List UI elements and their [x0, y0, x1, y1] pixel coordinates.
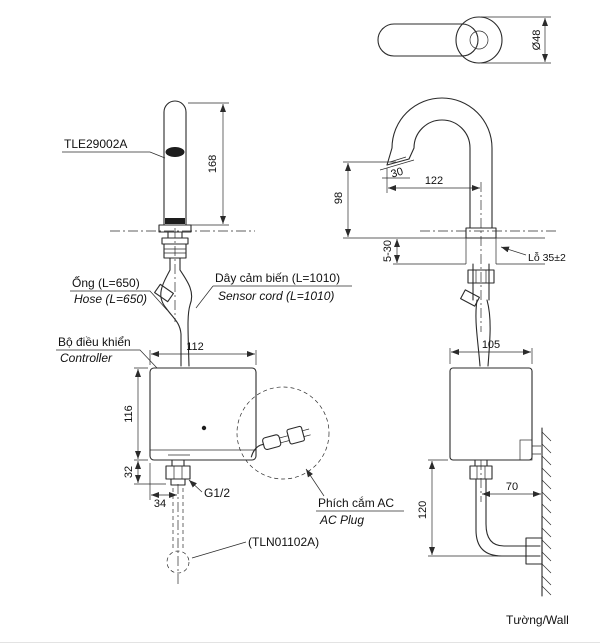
- dim-controller-height: 116 32: [123, 367, 166, 485]
- dim-98-text: 98: [333, 192, 345, 204]
- dim-168-text: 168: [207, 155, 219, 173]
- ac-plug-detail: Phích cắm AC AC Plug: [236, 386, 404, 527]
- cord-connector: [154, 283, 174, 303]
- dim-spout-height: 168: [188, 102, 229, 226]
- plug-label-en: AC Plug: [319, 513, 364, 527]
- dim-supply-drop: 120: [417, 459, 498, 557]
- dim-116-text: 116: [123, 405, 135, 423]
- mounting-front: [154, 224, 193, 367]
- valve-label: (TLN01102A): [248, 535, 319, 549]
- dim-32-text: 32: [123, 466, 135, 478]
- dim-70-text: 70: [506, 481, 518, 493]
- controller-label-en: Controller: [60, 351, 113, 365]
- controller-side: [449, 367, 541, 461]
- dim-d48-text: Ø48: [531, 30, 543, 51]
- controller-led: [201, 425, 207, 431]
- dim-wall-offset: 70: [482, 481, 541, 497]
- supply-side: [469, 459, 543, 565]
- sensor-window: [165, 147, 185, 157]
- spout-top-view: [377, 23, 479, 57]
- dim-122-text: 122: [425, 175, 443, 187]
- aerator-band: [165, 218, 185, 224]
- wall-connector: [525, 537, 543, 565]
- plug-label-vi: Phích cắm AC: [318, 495, 394, 510]
- dim-105-text: 105: [482, 339, 500, 351]
- outlet-fitting-front: [165, 459, 191, 584]
- model-callout: TLE29002A: [62, 137, 166, 159]
- wall-label: Tường/Wall: [506, 613, 569, 627]
- hose-callout: Ống (L=650) Hose (L=650): [70, 275, 168, 311]
- sensor-label-vi: Dây cảm biến (L=1010): [215, 271, 340, 285]
- dim-deck-thickness: 5-30: [382, 239, 400, 263]
- dim-30-text: 30: [390, 166, 405, 181]
- controller-front: [149, 367, 257, 461]
- thread-label: G1/2: [204, 486, 230, 500]
- valve-callout: (TLN01102A): [191, 535, 319, 559]
- dim-spout-reach: 122: [386, 168, 480, 193]
- dim-outlet-angle: 30: [379, 159, 415, 181]
- hole-callout: Lỗ 35±2: [500, 246, 566, 264]
- deck-section: [420, 230, 558, 265]
- controller-label-vi: Bộ điều khiển: [58, 335, 131, 349]
- top-view: Ø48: [377, 16, 551, 64]
- faucet-front: [163, 100, 187, 226]
- dim-112-text: 112: [186, 341, 204, 353]
- sensor-cord-callout: Dây cảm biến (L=1010) Sensor cord (L=101…: [195, 271, 352, 309]
- sensor-label-en: Sensor cord (L=1010): [218, 289, 334, 303]
- side-view: 30 122 98 5-30 Lỗ 35±2: [333, 97, 569, 627]
- dim-34-text: 34: [154, 498, 166, 510]
- dim-outlet-offset: 34: [149, 463, 177, 510]
- dim-120-text: 120: [417, 501, 429, 519]
- controller-callout: Bộ điều khiển Controller: [56, 335, 158, 369]
- mounting-side: [460, 263, 495, 367]
- dim-controller-width: 112: [149, 341, 257, 365]
- dim-5-30-text: 5-30: [382, 240, 394, 262]
- wall-bracket: [519, 439, 533, 461]
- thread-callout: G1/2: [188, 479, 230, 500]
- base-top-view: [455, 16, 503, 64]
- dim-top-diameter: Ø48: [481, 16, 551, 64]
- dim-outlet-height: 98: [333, 161, 430, 265]
- dim-controller-depth: 105: [449, 339, 533, 364]
- front-view: 168 TLE29002A Ống (L=650) Hose (L=650): [56, 100, 404, 584]
- hose-label-vi: Ống (L=650): [72, 275, 140, 290]
- hose-label-en: Hose (L=650): [74, 292, 147, 306]
- hole-label: Lỗ 35±2: [528, 251, 566, 264]
- wall: Tường/Wall: [506, 427, 569, 627]
- faucet-side: [386, 97, 497, 239]
- ac-plug-drawing: [250, 425, 311, 458]
- model-label: TLE29002A: [64, 137, 127, 151]
